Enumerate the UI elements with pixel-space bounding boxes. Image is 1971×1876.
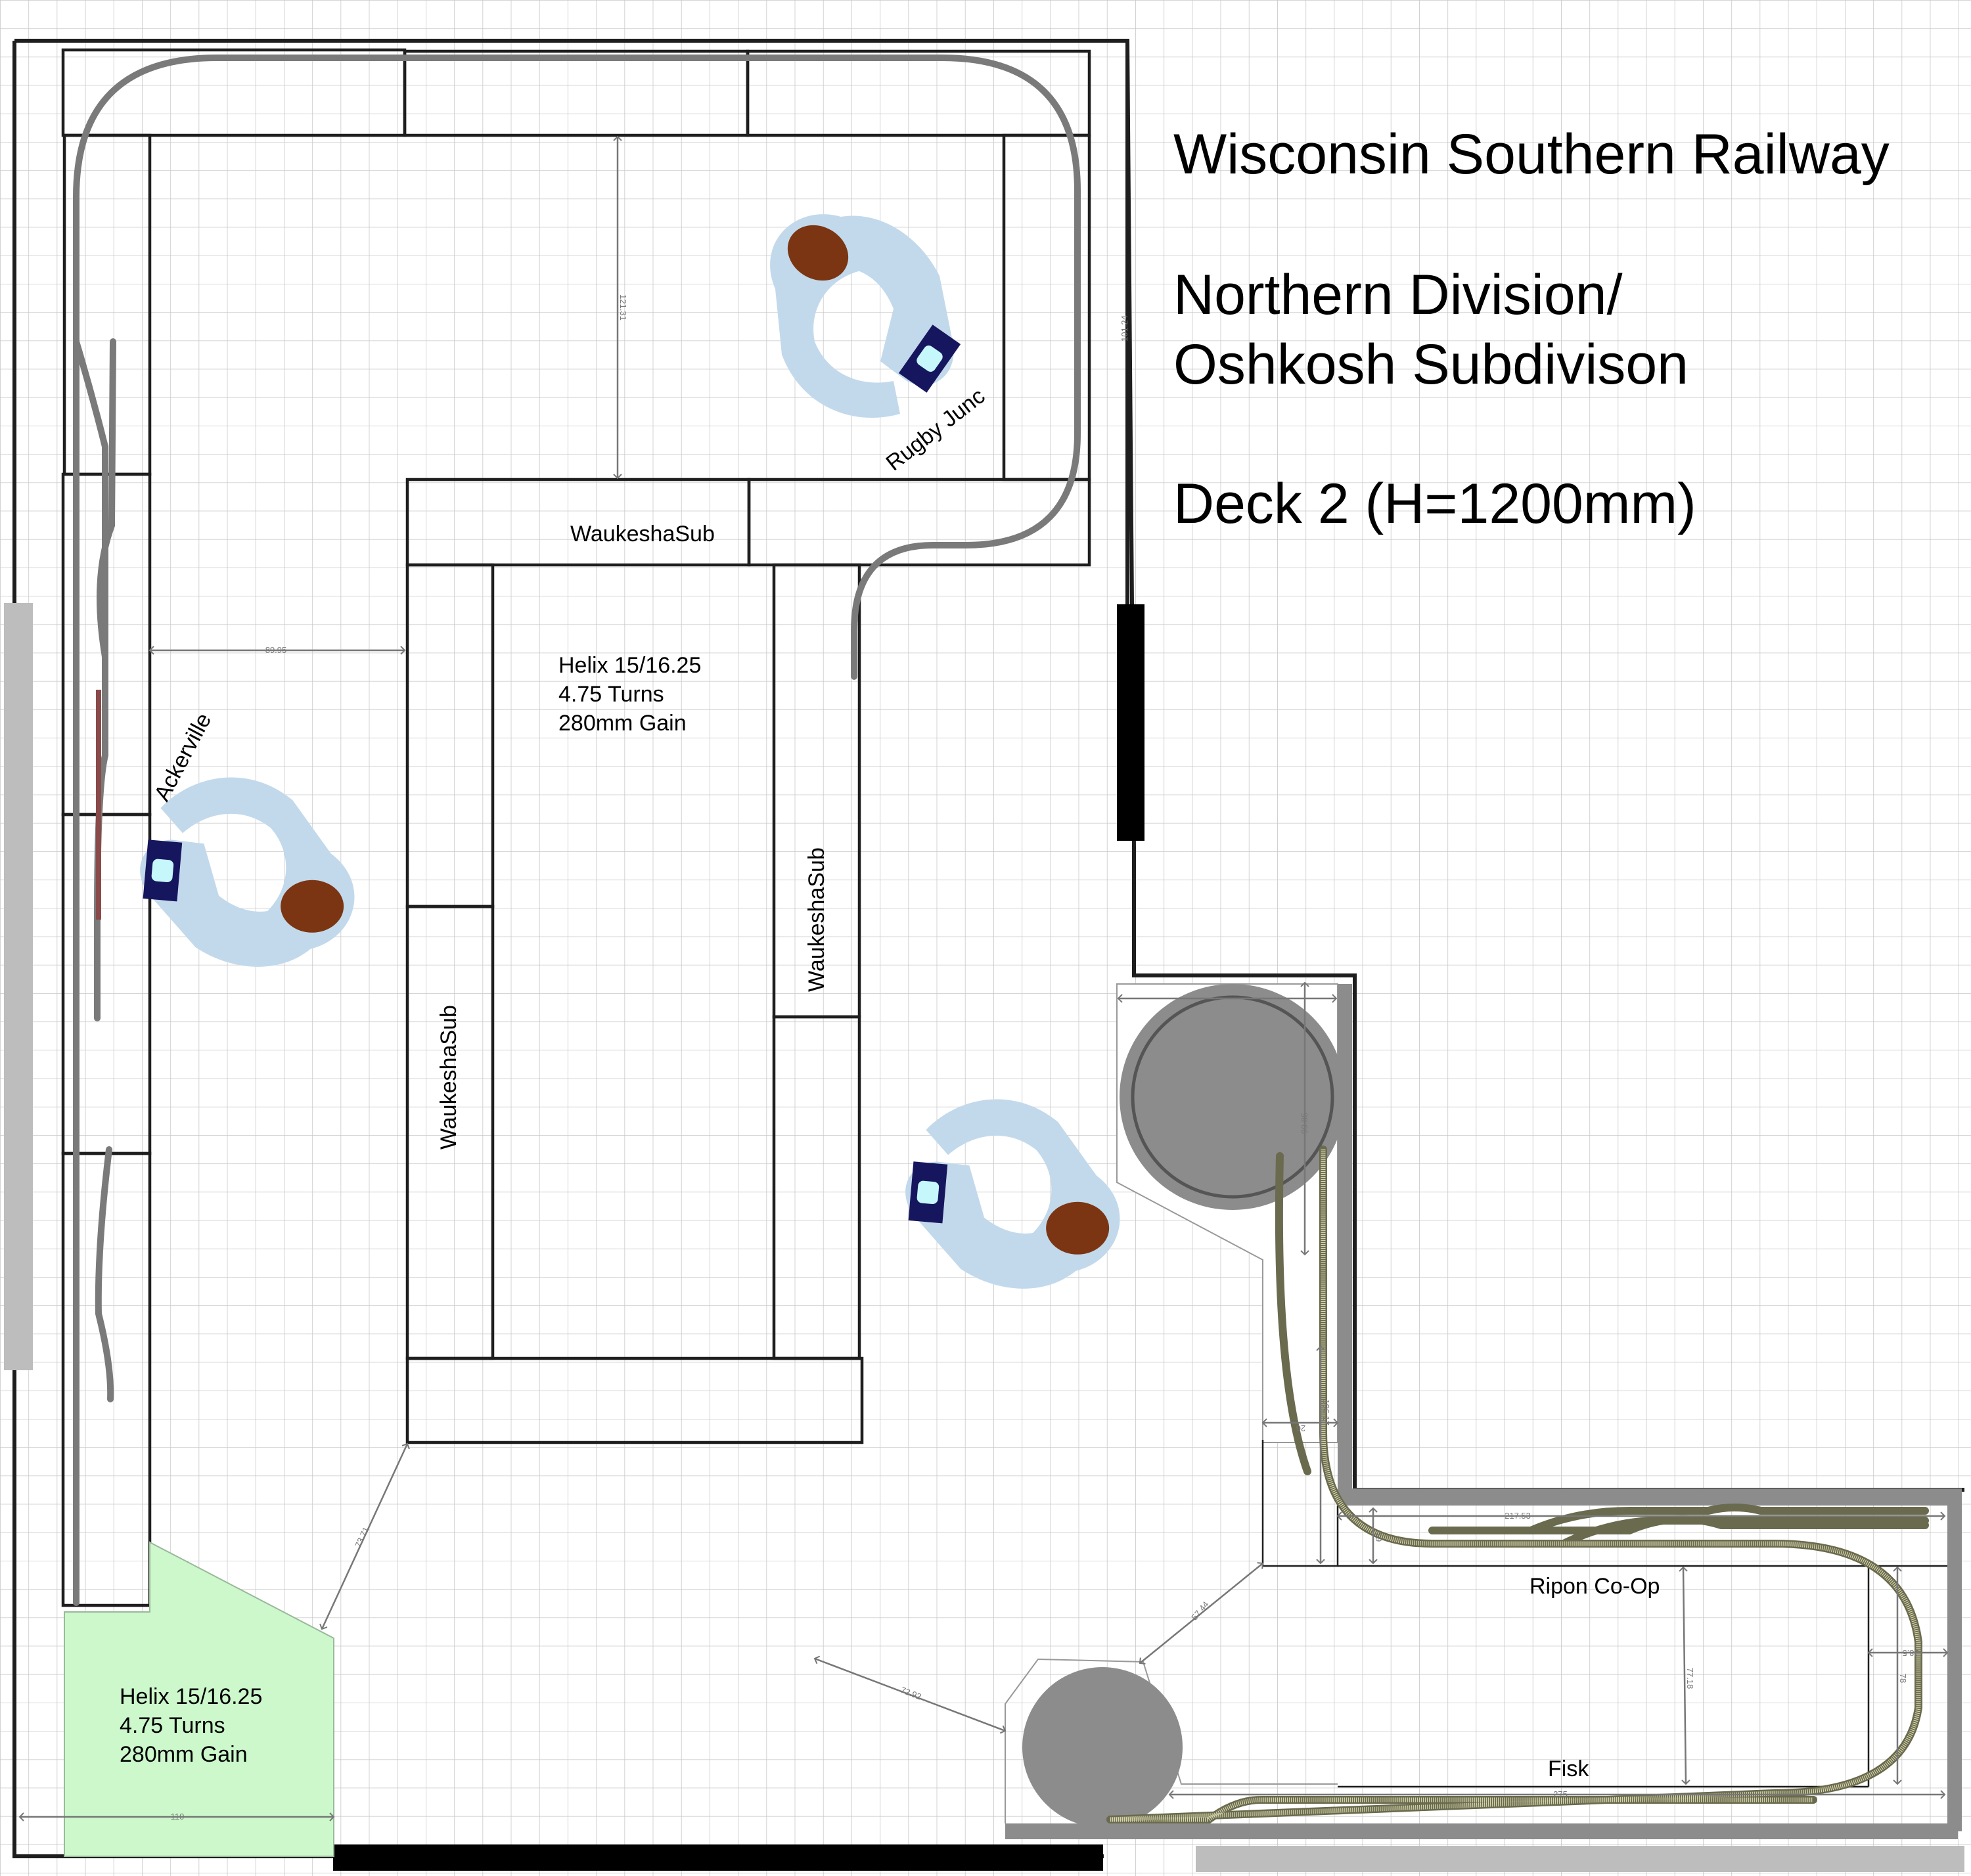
svg-text:4.75 Turns: 4.75 Turns (120, 1713, 225, 1738)
helix-disc-upper (1120, 984, 1346, 1210)
window-left (4, 603, 33, 1370)
svg-text:Helix 15/16.25: Helix 15/16.25 (120, 1684, 262, 1709)
title-division: Northern Division/ (1173, 263, 1623, 326)
dim-ripon-depth: 19 (1374, 1532, 1384, 1542)
bench-label-waukesha-right: WaukeshaSub (804, 847, 829, 992)
dim-aisle-left: 89.95 (265, 645, 287, 655)
svg-text:4.75 Turns: 4.75 Turns (558, 682, 664, 707)
bench-label-waukesha-top: WaukeshaSub (570, 522, 715, 547)
dim-wall-right: 101.24 (1120, 315, 1129, 342)
title-subdivision: Oshkosh Subdivison (1173, 333, 1688, 396)
dim-peninsula-height: 106.17 (1321, 1399, 1331, 1425)
helix-disc-lower (1022, 1667, 1183, 1827)
window-bottom-right (1196, 1846, 1964, 1872)
dim-fisk-length: 275 (1553, 1789, 1568, 1799)
svg-text:Helix 15/16.25: Helix 15/16.25 (558, 653, 701, 678)
helix-center-note: Helix 15/16.25 4.75 Turns 280mm Gain (558, 653, 701, 736)
bench-label-waukesha-left: WaukeshaSub (436, 1005, 461, 1150)
dim-helix-right-height: 99.85 (1300, 1113, 1309, 1134)
track-mainline-upper (73, 55, 1081, 1606)
dim-loop-depth: 78 (1898, 1674, 1908, 1683)
station-label-fisk: Fisk (1548, 1756, 1589, 1781)
title-railway: Wisconsin Southern Railway (1173, 123, 1890, 186)
title-deck: Deck 2 (H=1200mm) (1173, 472, 1696, 535)
helix-corner-note: Helix 15/16.25 4.75 Turns 280mm Gain (120, 1684, 262, 1767)
door-bottom (333, 1844, 1103, 1871)
dim-aisle-top: 121.31 (618, 294, 628, 321)
benchwork-peninsula (405, 478, 1091, 1444)
svg-text:280mm Gain: 280mm Gain (558, 711, 687, 736)
svg-text:280mm Gain: 280mm Gain (120, 1742, 248, 1767)
dim-aisle-right: 77.18 (1685, 1668, 1695, 1689)
dimension-lines (18, 135, 1949, 1821)
dim-loop-width: 28.5 (1902, 1648, 1918, 1658)
helix-corner-area (64, 1541, 334, 1857)
door-right-wall (1117, 604, 1144, 841)
title-block: Wisconsin Southern Railway Northern Divi… (1173, 123, 1890, 535)
dim-corner-width: 110 (171, 1812, 185, 1821)
dim-peninsula-width: 26 (1296, 1423, 1305, 1433)
dim-ripon-length: 217.53 (1505, 1511, 1531, 1521)
station-label-ripon-co-op: Ripon Co-Op (1529, 1574, 1660, 1599)
